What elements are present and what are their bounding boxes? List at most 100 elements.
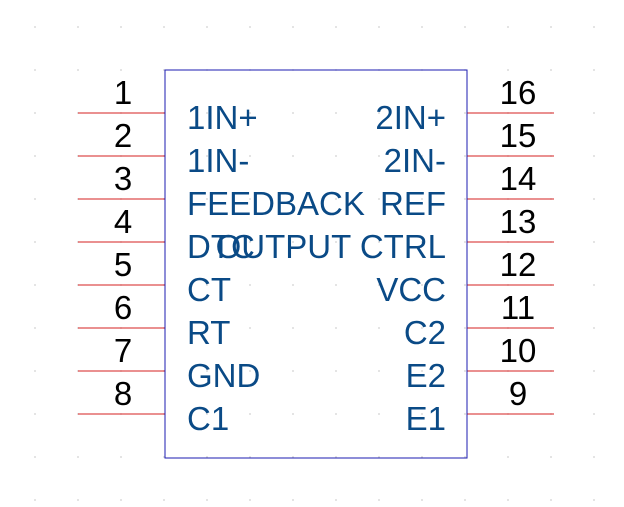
grid-dot [421,456,423,458]
grid-dot [335,370,337,372]
grid-dot [378,413,380,415]
grid-dot [34,198,36,200]
grid-dot [335,155,337,157]
grid-dot [249,241,251,243]
grid-dot [292,241,294,243]
pin-6[interactable]: 6RT [78,289,230,351]
grid-dot [335,327,337,329]
grid-dot [34,370,36,372]
grid-dot [249,155,251,157]
grid-dot [593,413,595,415]
pin-label: C1 [187,400,229,437]
grid-dot [335,241,337,243]
grid-dot [34,241,36,243]
grid-dot [464,198,466,200]
grid-dot [464,456,466,458]
pin-1[interactable]: 1 1IN+ [78,74,258,136]
pin-number: 7 [114,332,132,369]
grid-dot [249,112,251,114]
grid-dot [34,69,36,71]
pin-number: 1 [114,74,132,111]
pin-number: 12 [500,246,537,283]
pin-label: RT [187,314,230,351]
grid-dot [335,413,337,415]
grid-dot [550,69,552,71]
component-body[interactable] [164,69,468,459]
pin-label: E2 [406,357,446,394]
pin-label: C2 [404,314,446,351]
grid-dot [378,112,380,114]
pin-number: 2 [114,117,132,154]
pin-8[interactable]: 8C1 [78,375,229,437]
grid-dot [464,370,466,372]
grid-dot [249,327,251,329]
pin-label: 1IN+ [187,99,258,136]
grid-dot [335,456,337,458]
grid-dot [292,155,294,157]
grid-dot [507,26,509,28]
grid-dot [335,112,337,114]
pin-number: 15 [500,117,537,154]
grid-dot [593,456,595,458]
grid-dot [292,413,294,415]
grid-dot [77,499,79,501]
pin-number: 13 [500,203,537,240]
grid-dot [335,26,337,28]
grid-dot [421,284,423,286]
grid-dot [292,499,294,501]
pin-number: 10 [500,332,537,369]
grid-dot [550,499,552,501]
grid-dot [421,370,423,372]
pin-5[interactable]: 5CT [78,246,231,308]
pin-9[interactable]: 9E1 [406,375,554,437]
pin-label: VCC [376,271,446,308]
grid-dot [77,69,79,71]
pin-number: 9 [509,375,527,412]
pin-number: 4 [114,203,132,240]
pin-number: 14 [500,160,537,197]
grid-dot [206,26,208,28]
grid-dot [507,69,509,71]
pin-label: OUTPUT CTRL [216,228,446,265]
grid-dot [335,198,337,200]
pin-number: 5 [114,246,132,283]
grid-dot [378,499,380,501]
grid-dot [206,327,208,329]
grid-dot [34,284,36,286]
grid-dot [292,327,294,329]
grid-dot [206,155,208,157]
grid-dot [206,112,208,114]
pin-label: GND [187,357,260,394]
grid-dot [120,499,122,501]
pin-number: 3 [114,160,132,197]
grid-dot [163,69,165,71]
grid-dot [206,413,208,415]
pin-number: 8 [114,375,132,412]
grid-dot [464,499,466,501]
grid-dot [335,499,337,501]
grid-dot [378,198,380,200]
grid-dot [34,155,36,157]
grid-dot [34,413,36,415]
grid-dot [249,198,251,200]
grid-dot [421,26,423,28]
pin-label: 2IN+ [375,99,446,136]
grid-dot [421,327,423,329]
grid-dot [120,26,122,28]
grid-dot [507,499,509,501]
pin-label: FEEDBACK [187,185,365,222]
grid-dot [378,241,380,243]
grid-dot [77,26,79,28]
